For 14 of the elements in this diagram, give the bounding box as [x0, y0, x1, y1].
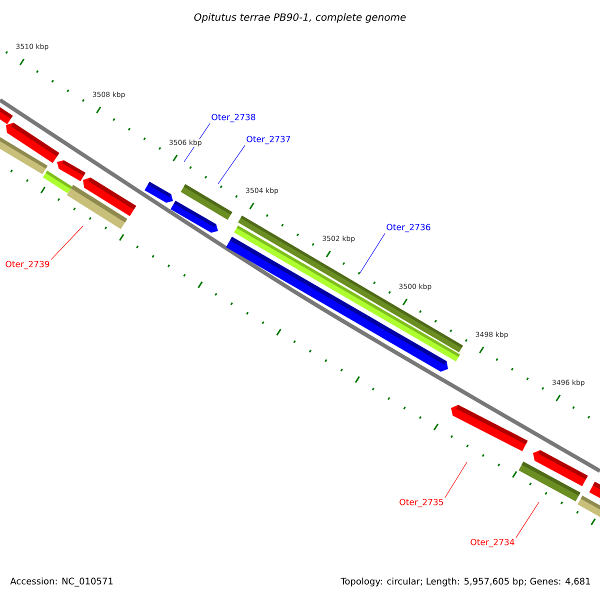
gene-label: Oter_2738: [212, 114, 256, 122]
gene-label: Oter_2736: [386, 224, 430, 232]
gene-label: Oter_2734: [470, 538, 514, 548]
title: Opitutus terrae PB90-1, complete genome: [194, 13, 406, 23]
footer-text: Topology: circular; Length: 5,957,605 bp; Genes: 4,681: [340, 578, 590, 586]
leader-line: [50, 226, 84, 260]
leader-line: [516, 502, 540, 538]
leader-line: [218, 145, 246, 184]
leader-line: [444, 462, 468, 498]
gene-label: Oter_2739: [6, 260, 50, 270]
footer-text: Accession: NC_010571: [10, 578, 113, 586]
gene-label: Oter_2737: [246, 136, 290, 144]
gene-label: Oter_2735: [400, 498, 444, 508]
leader-line: [360, 233, 386, 274]
